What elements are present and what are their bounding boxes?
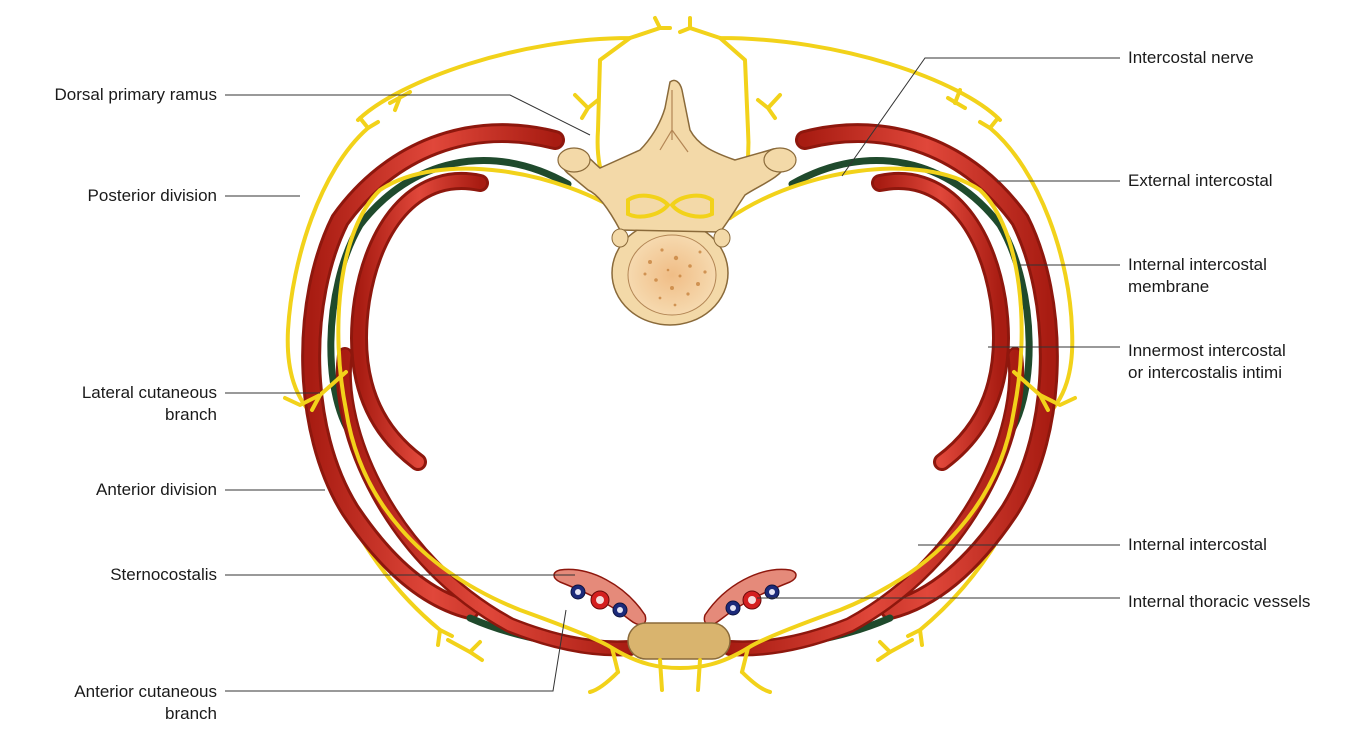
label-internal-intercostal: Internal intercostal <box>1128 534 1267 556</box>
label-internal-thoracic-vessels: Internal thoracic vessels <box>1128 591 1310 613</box>
label-intercostal-nerve: Intercostal nerve <box>1128 47 1254 69</box>
sternum <box>628 623 730 659</box>
label-lateral-cutaneous-branch: Lateral cutaneous branch <box>82 382 217 426</box>
label-internal-intercostal-membrane: Internal intercostal membrane <box>1128 254 1267 298</box>
label-anterior-division: Anterior division <box>96 479 217 501</box>
label-innermost-intercostal: Innermost intercostal or intercostalis i… <box>1128 340 1286 384</box>
label-external-intercostal: External intercostal <box>1128 170 1273 192</box>
vertebra <box>558 80 796 325</box>
label-dorsal-primary-ramus: Dorsal primary ramus <box>55 84 217 106</box>
label-anterior-cutaneous-branch: Anterior cutaneous branch <box>74 681 217 725</box>
label-posterior-division: Posterior division <box>88 185 217 207</box>
label-sternocostalis: Sternocostalis <box>110 564 217 586</box>
